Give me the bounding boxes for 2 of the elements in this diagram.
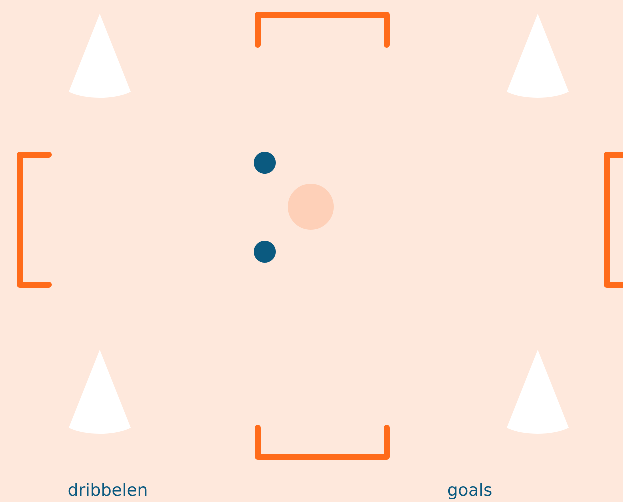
caption-text: dribbelen (68, 483, 147, 496)
caption-text: goals (448, 483, 492, 500)
